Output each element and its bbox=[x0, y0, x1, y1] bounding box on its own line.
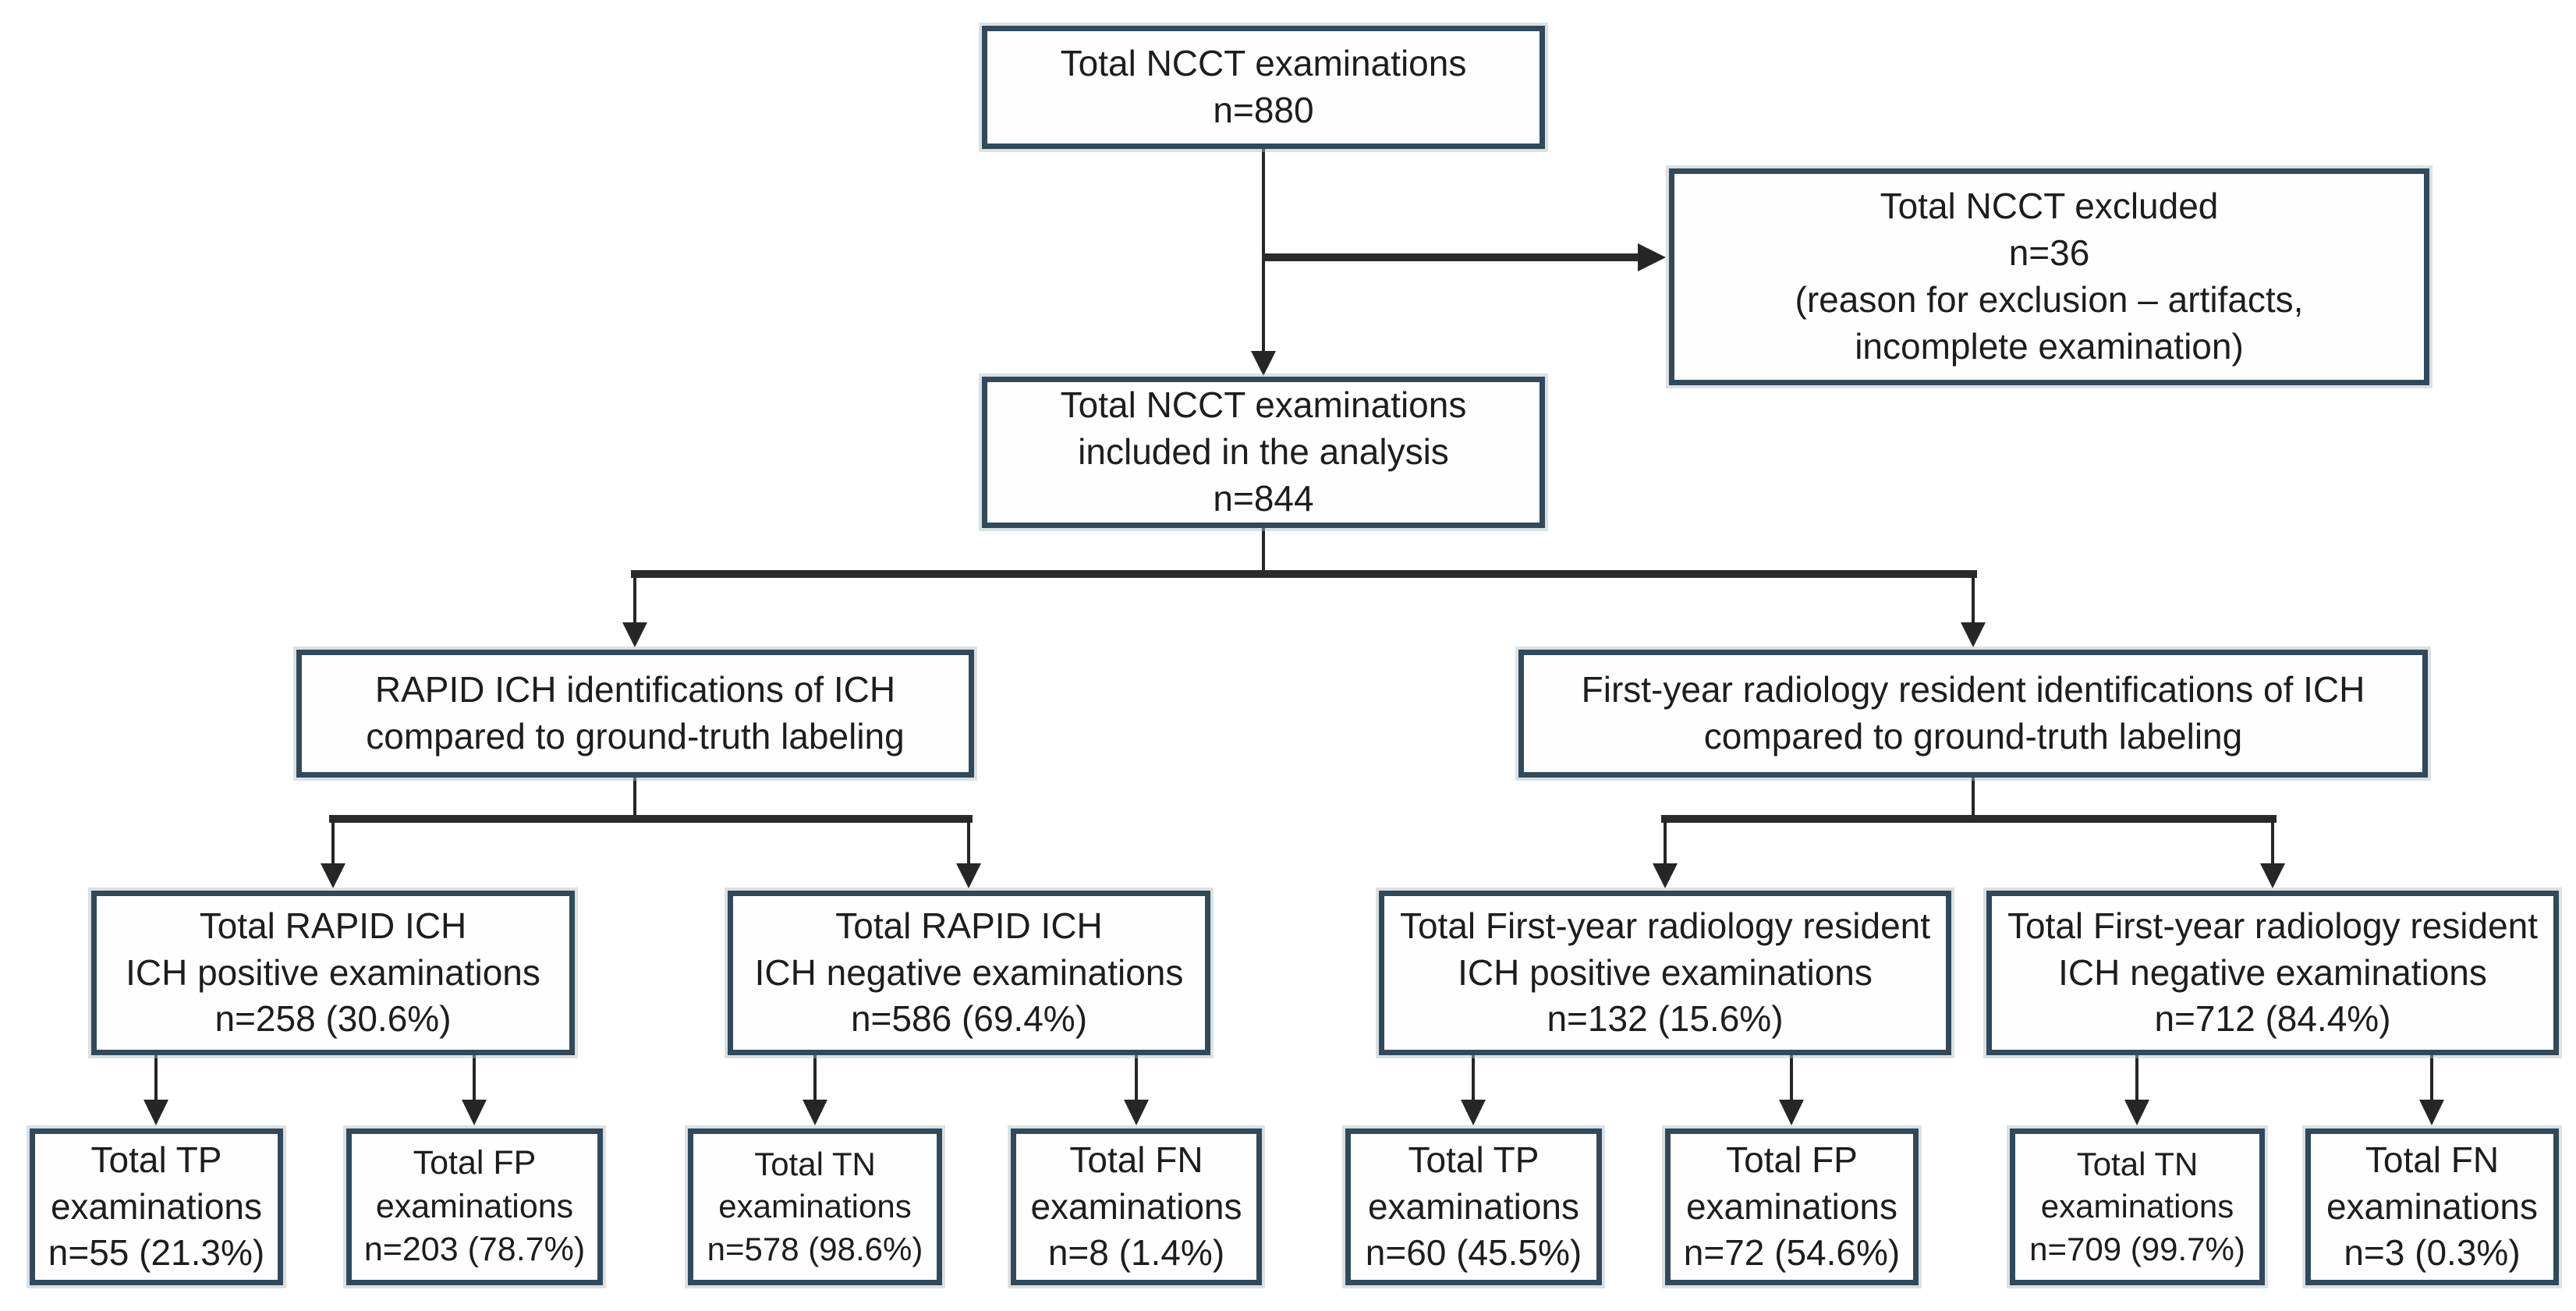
node-text: ICH negative examinations bbox=[754, 951, 1184, 993]
node-count: n=8 (1.4%) bbox=[1047, 1232, 1225, 1274]
node-text: ICH positive examinations bbox=[1458, 951, 1873, 993]
connector-included-split bbox=[622, 528, 1986, 647]
node-count: n=72 (54.6%) bbox=[1683, 1232, 1901, 1274]
node-text: RAPID ICH identifications of ICH bbox=[374, 669, 896, 710]
connector-bottom-stubs bbox=[144, 1055, 2444, 1125]
node-text: examinations bbox=[50, 1185, 263, 1227]
node-text: examinations bbox=[1685, 1185, 1898, 1227]
node-text: Total FN bbox=[1069, 1139, 1203, 1180]
node-resident-negative: Total First-year radiology resident ICH … bbox=[1986, 891, 2559, 1055]
node-resident-positive: Total First-year radiology resident ICH … bbox=[1379, 891, 1951, 1055]
node-resident-tn: Total TN examinations n=709 (99.7%) bbox=[2010, 1129, 2265, 1285]
node-count: n=132 (15.6%) bbox=[1547, 998, 1784, 1040]
node-resident-fn: Total FN examinations n=3 (0.3%) bbox=[2305, 1129, 2559, 1285]
node-text: Total NCCT excluded bbox=[1880, 186, 2219, 227]
node-text: Total FN bbox=[2365, 1139, 2500, 1180]
node-text: compared to ground-truth labeling bbox=[366, 716, 905, 756]
node-count: n=36 bbox=[2008, 232, 2090, 274]
node-text: Total NCCT examinations bbox=[1060, 43, 1467, 84]
node-text: Total TN bbox=[754, 1145, 876, 1182]
node-count: n=844 bbox=[1213, 477, 1314, 519]
node-text: Total FP bbox=[413, 1143, 537, 1182]
node-rapid-fp: Total FP examinations n=203 (78.7%) bbox=[346, 1129, 603, 1285]
node-count: n=3 (0.3%) bbox=[2344, 1232, 2521, 1274]
node-count: n=586 (69.4%) bbox=[850, 998, 1088, 1040]
node-text: examinations bbox=[375, 1187, 574, 1225]
node-resident-fp: Total FP examinations n=72 (54.6%) bbox=[1665, 1129, 1919, 1285]
node-rapid-ich-header: RAPID ICH identifications of ICH compare… bbox=[296, 650, 974, 778]
connector-total-to-excluded bbox=[1262, 243, 1666, 271]
node-text: Total TP bbox=[90, 1139, 222, 1180]
node-text: Total TN bbox=[2076, 1145, 2199, 1182]
node-resident-header: First-year radiology resident identifica… bbox=[1518, 650, 2428, 778]
node-text: examinations bbox=[718, 1188, 912, 1225]
node-count: n=709 (99.7%) bbox=[2029, 1230, 2245, 1267]
node-total-ncct: Total NCCT examinations n=880 bbox=[982, 26, 1545, 149]
node-text: compared to ground-truth labeling bbox=[1703, 716, 2243, 756]
node-resident-tp: Total TP examinations n=60 (45.5%) bbox=[1345, 1129, 1602, 1285]
node-text: Total FP bbox=[1726, 1139, 1858, 1180]
node-text: included in the analysis bbox=[1078, 431, 1449, 473]
node-rapid-ich-positive: Total RAPID ICH ICH positive examination… bbox=[91, 891, 575, 1055]
node-text: examinations bbox=[2326, 1185, 2539, 1227]
node-text: examinations bbox=[1030, 1185, 1242, 1227]
node-count: n=60 (45.5%) bbox=[1365, 1232, 1582, 1274]
node-text: ICH positive examinations bbox=[126, 951, 540, 993]
node-text: Total RAPID ICH bbox=[199, 905, 467, 946]
node-text: Total RAPID ICH bbox=[835, 905, 1103, 946]
node-rapid-ich-negative: Total RAPID ICH ICH negative examination… bbox=[728, 891, 1210, 1055]
node-text: Total First-year radiology resident bbox=[2007, 905, 2539, 946]
node-count: n=203 (78.7%) bbox=[363, 1231, 586, 1269]
node-text: Total NCCT examinations bbox=[1060, 384, 1467, 426]
node-text: (reason for exclusion – artifacts, bbox=[1795, 279, 2304, 320]
node-rapid-fn: Total FN examinations n=8 (1.4%) bbox=[1011, 1129, 1262, 1285]
node-text: ICH negative examinations bbox=[2058, 951, 2487, 993]
node-count: n=712 (84.4%) bbox=[2154, 998, 2391, 1040]
node-text: First-year radiology resident identifica… bbox=[1581, 669, 2365, 710]
node-count: n=258 (30.6%) bbox=[214, 998, 452, 1040]
node-text: Total First-year radiology resident bbox=[1399, 905, 1931, 946]
node-text: incomplete examination) bbox=[1855, 325, 2244, 367]
node-text: examinations bbox=[1367, 1185, 1580, 1227]
connector-resident-split bbox=[1653, 778, 2285, 888]
node-count: n=880 bbox=[1213, 90, 1314, 130]
node-text: Total TP bbox=[1408, 1139, 1540, 1180]
node-count: n=578 (98.6%) bbox=[707, 1230, 923, 1267]
node-rapid-tp: Total TP examinations n=55 (21.3%) bbox=[30, 1129, 283, 1285]
connector-total-to-included bbox=[1251, 149, 1276, 376]
node-ncct-excluded: Total NCCT excluded n=36 (reason for exc… bbox=[1669, 168, 2429, 385]
connector-rapid-split bbox=[321, 778, 981, 888]
node-ncct-included: Total NCCT examinations included in the … bbox=[982, 377, 1545, 528]
node-rapid-tn: Total TN examinations n=578 (98.6%) bbox=[688, 1129, 942, 1285]
node-count: n=55 (21.3%) bbox=[48, 1232, 265, 1274]
node-text: examinations bbox=[2040, 1188, 2234, 1225]
